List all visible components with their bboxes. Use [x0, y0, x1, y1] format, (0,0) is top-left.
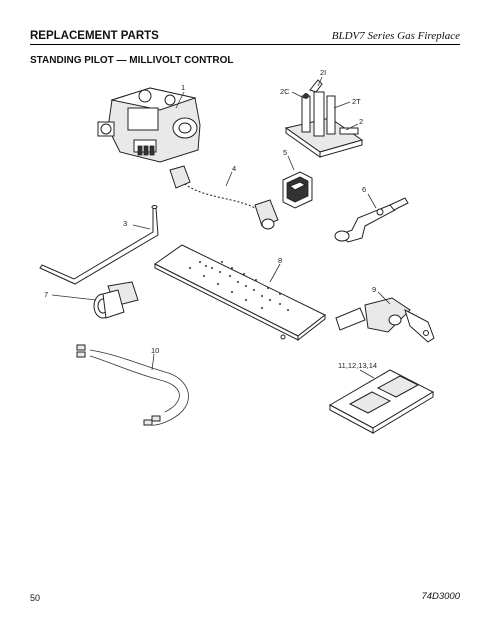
flex-line-part: [169, 165, 279, 230]
callout-6: 6: [362, 185, 366, 194]
wire-harness-part: [76, 344, 189, 426]
callout-8: 8: [278, 256, 282, 265]
callout-2C: 2C: [280, 87, 290, 96]
callout-7: 7: [44, 290, 48, 299]
pilot-bracket-part: [335, 297, 435, 343]
ember-plate-part: [154, 244, 326, 342]
section-header: REPLACEMENT PARTS: [30, 30, 159, 42]
product-name: BLDV7 Series Gas Fireplace: [331, 30, 460, 42]
fitting-part: [93, 281, 139, 319]
pipe-part: [39, 205, 159, 285]
callout-3: 3: [123, 219, 127, 228]
page-title: STANDING PILOT — MILLIVOLT CONTROL: [30, 55, 234, 66]
callout-2T: 2T: [352, 97, 361, 106]
page-number: 50: [30, 593, 41, 603]
callout-2: 2: [359, 117, 363, 126]
gasket-kit-part: [328, 369, 435, 434]
callout-2I: 2I: [320, 68, 326, 77]
pilot-assembly-part: [284, 79, 364, 158]
gas-valve-part: [97, 87, 201, 163]
callout-5: 5: [283, 148, 287, 157]
piezo-ignitor-part: [334, 197, 409, 243]
callout-11-14: 11,12,13,14: [338, 361, 377, 370]
switch-part: [282, 171, 313, 209]
callout-9: 9: [372, 285, 376, 294]
document-number: 74D3000: [421, 591, 460, 602]
callout-10: 10: [151, 346, 159, 355]
callout-4: 4: [232, 164, 236, 173]
header-divider: [30, 44, 460, 45]
callout-1: 1: [181, 83, 185, 92]
